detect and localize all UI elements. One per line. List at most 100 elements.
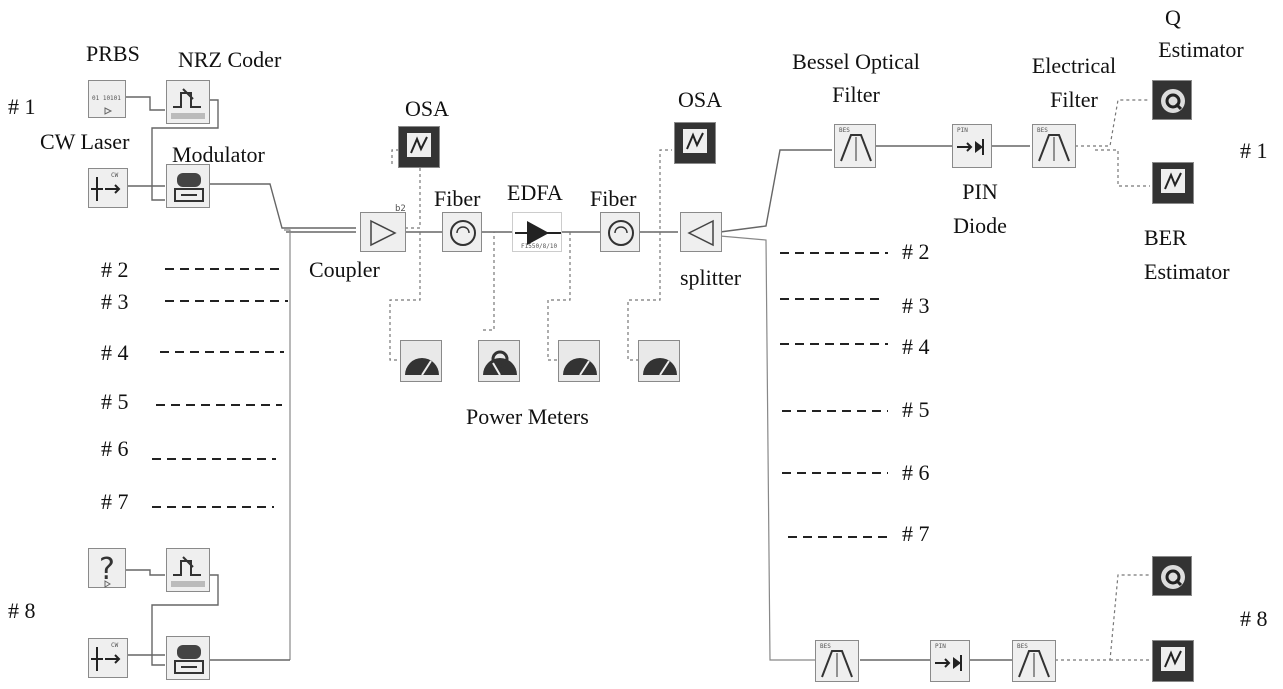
bessel-filter-block-ch1[interactable]: BES	[834, 124, 876, 168]
ber-estimator-block-ch8[interactable]	[1152, 640, 1194, 682]
modulator-block-ch8[interactable]	[166, 636, 210, 680]
fiber-right-block[interactable]	[600, 212, 640, 252]
gauge-icon	[643, 358, 677, 376]
q-estimator-block-ch8[interactable]	[1152, 556, 1192, 596]
channel-label-right-3: # 3	[902, 293, 930, 318]
edfa-tag-text: F1550/8/10	[521, 243, 558, 250]
channel-label-right-2: # 2	[902, 239, 930, 264]
spectrum-analyzer-icon	[407, 133, 431, 157]
q-estimator-label-line1: Q	[1165, 5, 1181, 30]
gauge-icon	[563, 358, 597, 376]
osa-right-label: OSA	[678, 87, 723, 112]
coupler-block[interactable]: b2	[360, 204, 406, 252]
nrz-coder-block-ch8[interactable]	[166, 548, 210, 592]
power-meter-3[interactable]	[558, 340, 600, 382]
spectrum-analyzer-icon	[683, 129, 707, 153]
amplifier-triangle-icon	[515, 221, 561, 245]
channel-label-left-8: # 8	[8, 598, 36, 623]
q-estimator-label: Q Estimator	[1136, 6, 1266, 62]
q-estimator-label-line2: Estimator	[1158, 37, 1244, 62]
power-meter-4[interactable]	[638, 340, 680, 382]
coupler-triangle-icon	[370, 219, 397, 247]
nrz-to-modulator-wire	[151, 99, 219, 201]
modulator-label: Modulator	[172, 142, 265, 167]
channel-label-left-4: # 4	[101, 340, 129, 365]
nrz-pulse-icon	[171, 88, 205, 119]
q-factor-icon	[1161, 89, 1185, 113]
power-meter-1[interactable]	[400, 340, 442, 382]
edfa-label: EDFA	[507, 180, 563, 205]
photodiode-icon	[957, 139, 984, 155]
osa-right-block[interactable]	[674, 122, 716, 164]
electrical-filter-block-ch8[interactable]: BES	[1012, 640, 1056, 682]
channel-label-left-5: # 5	[101, 389, 129, 414]
cw-tag-text: CW	[111, 172, 119, 179]
prbs-bits-text: 01 10101	[92, 95, 121, 102]
laser-diode-icon	[91, 647, 121, 671]
gauge-icon	[405, 358, 439, 376]
pin-diode-label-line2: Diode	[953, 213, 1007, 238]
prbs-block-ch8[interactable]: ?	[88, 548, 126, 588]
q-estimator-block-ch1[interactable]	[1152, 80, 1192, 120]
ber-estimator-label: BER Estimator	[1144, 226, 1230, 284]
bandpass-filter-icon	[840, 134, 872, 162]
channel-label-left-7: # 7	[101, 489, 129, 514]
bandpass-filter-icon	[1018, 650, 1050, 678]
pin-tag-text: PIN	[957, 127, 968, 134]
prbs-block-ch1[interactable]: 01 10101	[88, 80, 126, 118]
channel-label-left-3: # 3	[101, 289, 129, 314]
channel-label-right-1: # 1	[1240, 138, 1268, 163]
ber-estimator-label-line1: BER	[1144, 225, 1187, 250]
channel-label-right-8: # 8	[1240, 606, 1268, 631]
edfa-block[interactable]: F1550/8/10	[512, 212, 562, 252]
ber-estimator-label-line2: Estimator	[1144, 259, 1230, 284]
mach-zehnder-icon	[174, 173, 204, 202]
fiber-left-label: Fiber	[434, 186, 481, 211]
prbs-to-nrz-wire	[124, 96, 165, 111]
bessel-filter-label: Bessel Optical Filter	[772, 50, 940, 107]
nrz-coder-label: NRZ Coder	[178, 47, 282, 72]
splitter-block[interactable]	[680, 212, 722, 252]
output-port-icon	[104, 107, 113, 115]
fiber-left-block[interactable]	[442, 212, 482, 252]
electrical-filter-label-line1: Electrical	[1031, 53, 1117, 78]
electrical-filter-label-line2: Filter	[1050, 87, 1098, 112]
bessel-filter-block-ch8[interactable]: BES	[815, 640, 859, 682]
bessel-tag-text: BES	[839, 127, 850, 134]
splitter-label: splitter	[680, 265, 742, 290]
splitter-triangle-icon	[687, 219, 714, 247]
pin-diode-block-ch1[interactable]: PIN	[952, 124, 992, 168]
pin-tag-text: PIN	[935, 643, 946, 650]
bessel-filter-label-line2: Filter	[832, 82, 880, 107]
cw-laser-block-ch1[interactable]: CW	[88, 168, 128, 208]
cw-laser-block-ch8[interactable]: CW	[88, 638, 128, 678]
power-meter-2[interactable]	[478, 340, 520, 382]
channel-label-right-6: # 6	[902, 460, 930, 485]
nrz-coder-block-ch1[interactable]	[166, 80, 210, 124]
pin-diode-label-line1: PIN	[962, 179, 998, 204]
electrical-filter-label: Electrical Filter	[1014, 54, 1134, 112]
electrical-filter-block-ch1[interactable]: BES	[1032, 124, 1076, 168]
channel-label-left-6: # 6	[101, 436, 129, 461]
cw-laser-label: CW Laser	[40, 129, 130, 154]
channel-label-right-7: # 7	[902, 521, 930, 546]
fiber-coil-icon	[450, 220, 476, 246]
question-icon: ?	[99, 552, 115, 588]
ber-estimator-block-ch1[interactable]	[1152, 162, 1194, 204]
coupler-tag-text: b2	[395, 204, 406, 214]
gauge-icon	[483, 350, 517, 376]
bus-left	[284, 229, 291, 660]
modulator-block-ch1[interactable]	[166, 164, 210, 208]
osa-left-block[interactable]	[398, 126, 440, 168]
bessel-tag-text: BES	[1037, 127, 1048, 134]
pin-diode-block-ch8[interactable]: PIN	[930, 640, 970, 682]
osa-left-label: OSA	[405, 96, 450, 121]
eye-diagram-icon	[1161, 647, 1185, 671]
cw-tag-text: CW	[111, 642, 119, 649]
channel-label-right-4: # 4	[902, 334, 930, 359]
channel-label-right-5: # 5	[902, 397, 930, 422]
laser-diode-icon	[91, 177, 121, 201]
bandpass-filter-icon	[1038, 134, 1070, 162]
pin-diode-label: PIN Diode	[940, 180, 1020, 238]
